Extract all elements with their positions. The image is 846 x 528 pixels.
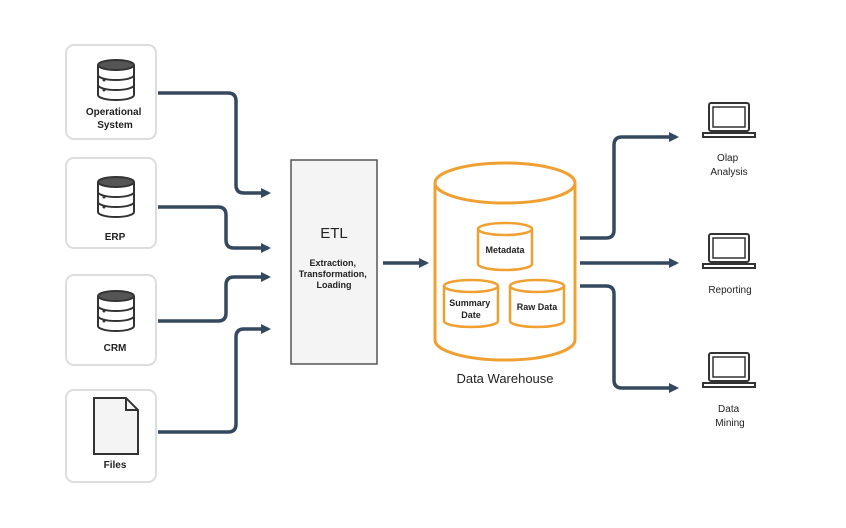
store-summary-date [442, 278, 500, 329]
source-erp: ERP [65, 157, 157, 249]
source-files: Files [65, 389, 157, 483]
svg-text:Operational System: Operational System [86, 107, 144, 131]
etl-subtitle-line: Transformation, [299, 269, 367, 279]
etl-subtitle-line: Extraction, [309, 258, 356, 268]
svg-text:Olap Analysis: Olap Analysis [710, 153, 747, 178]
store-metadata-label: Metadata [485, 245, 525, 255]
etl-title: ETL [320, 225, 348, 242]
output-reporting: Reporting [702, 233, 756, 296]
source-operational-system: Operational System [65, 44, 157, 140]
file-icon [93, 397, 139, 455]
output-label-line: Reporting [708, 285, 751, 296]
store-raw-data [508, 278, 566, 329]
arrow-operational-to-etl [158, 91, 271, 198]
laptop-icon [702, 102, 756, 138]
database-icon [97, 290, 135, 332]
output-data-mining: Data Mining [702, 352, 756, 429]
svg-text:ERP: ERP [105, 232, 126, 243]
output-label-line: Mining [715, 418, 744, 429]
source-crm: CRM [65, 274, 157, 366]
store-raw-data-label: Raw Data [517, 302, 559, 312]
laptop-icon [702, 352, 756, 388]
arrow-files-to-etl [158, 324, 271, 434]
arrow-warehouse-to-olap [580, 132, 679, 240]
svg-text:Extraction, Transformati: Extraction, Transformation, Loading [299, 258, 370, 290]
output-label-line: Analysis [710, 167, 747, 178]
source-label-line: Files [104, 460, 127, 471]
output-olap-analysis: Olap Analysis [702, 102, 756, 178]
source-label-line: Operational [86, 107, 142, 118]
svg-text:Files: Files [104, 460, 127, 471]
svg-text:Data Mining: Data Mining [715, 404, 744, 429]
output-label-line: Data [718, 404, 740, 415]
store-summary-label-line: Date [461, 310, 481, 320]
store-summary-label-line: Summary [449, 298, 490, 308]
source-arrows [158, 91, 271, 434]
database-icon [97, 176, 135, 218]
laptop-icon [702, 233, 756, 269]
etl-process-box: ETL Extraction, Transformation, Loading [290, 159, 378, 365]
source-label-line: ERP [105, 232, 126, 243]
output-arrows [580, 132, 679, 393]
source-label-line: System [97, 120, 133, 131]
warehouse-label: Data Warehouse [456, 371, 553, 386]
output-label-line: Olap [717, 153, 739, 164]
arrow-erp-to-etl [158, 205, 271, 253]
arrow-warehouse-to-mining [580, 284, 679, 393]
svg-text:Summary Date: Summary Date [449, 298, 493, 320]
database-icon [97, 59, 135, 101]
etl-subtitle-line: Loading [317, 280, 352, 290]
store-metadata [476, 221, 534, 272]
source-label-line: CRM [104, 343, 127, 354]
arrow-crm-to-etl [158, 272, 271, 323]
svg-text:CRM: CRM [104, 343, 127, 354]
